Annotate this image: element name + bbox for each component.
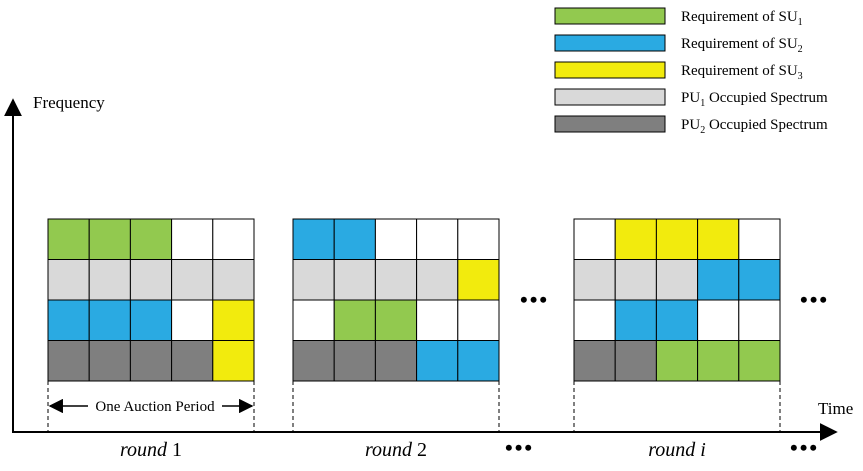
grid-cell-empty (212, 218, 255, 260)
grid-cell-pu1 (573, 259, 616, 301)
legend-swatch-pu2 (554, 115, 666, 133)
grid-cell-su1 (374, 299, 418, 341)
grid-cell-su2 (655, 299, 699, 341)
rounds: round 1 round 2 round i (47, 218, 781, 461)
grid-cell-su2 (333, 218, 376, 260)
grid-cell-pu1 (292, 259, 335, 301)
legend-swatch-su1 (554, 7, 666, 25)
grid-cell-pu2 (129, 340, 173, 382)
grid-cell-pu1 (88, 259, 131, 301)
grid-cell-empty (171, 299, 214, 341)
grid-cell-pu1 (655, 259, 699, 301)
grid-cell-pu2 (333, 340, 376, 382)
grid-cell-empty (416, 218, 459, 260)
grid-cell-su1 (129, 218, 173, 260)
legend-label-pu2: PU2 Occupied Spectrum (681, 117, 828, 136)
grid-cell-empty (457, 299, 500, 341)
grid-cell-su3 (655, 218, 699, 260)
grid-cell-su1 (47, 218, 90, 260)
grid-cell-pu2 (614, 340, 657, 382)
grid-cell-empty (292, 299, 335, 341)
grid-cell-su1 (655, 340, 699, 382)
legend-label-su3: Requirement of SU3 (681, 63, 803, 82)
grid-cell-pu1 (416, 259, 459, 301)
grid-cell-pu1 (614, 259, 657, 301)
legend-label-su1: Requirement of SU1 (681, 9, 803, 28)
grid-cell-pu1 (212, 259, 255, 301)
legend-swatch-su2 (554, 34, 666, 52)
grid-cell-pu2 (88, 340, 131, 382)
grid-cell-pu2 (292, 340, 335, 382)
grid-cell-empty (738, 218, 781, 260)
grid-cell-su2 (292, 218, 335, 260)
trailing-round-ellipsis: ••• (790, 435, 819, 460)
grid-cell-empty (738, 299, 781, 341)
auction-period-label: One Auction Period (95, 399, 215, 415)
grid-cell-su3 (614, 218, 657, 260)
grid-cell-pu2 (374, 340, 418, 382)
grid-cell-su3 (212, 340, 255, 382)
grid-cell-empty (573, 299, 616, 341)
round-2: round 2 (292, 218, 500, 461)
grid-cell-pu1 (171, 259, 214, 301)
legend-label-su2: Requirement of SU2 (681, 36, 803, 55)
grid-cell-su2 (738, 259, 781, 301)
round-label: round 1 (120, 439, 182, 461)
legend-swatch-su3 (554, 61, 666, 79)
legend-swatch-pu1 (554, 88, 666, 106)
grid-cell-su1 (88, 218, 131, 260)
between-rounds-ellipsis: ••• (520, 287, 549, 312)
grid-cell-su2 (88, 299, 131, 341)
grid-cell-empty (697, 299, 740, 341)
grid-cell-su1 (697, 340, 740, 382)
round-label-ellipsis: ••• (505, 435, 534, 460)
round-label: round 2 (365, 439, 427, 461)
grid-cell-empty (171, 218, 214, 260)
round-label: round i (648, 439, 706, 461)
round-1: round 1 (47, 218, 255, 461)
grid-cell-empty (573, 218, 616, 260)
grid-cell-su1 (333, 299, 376, 341)
grid-cell-empty (416, 299, 459, 341)
grid-cell-su2 (416, 340, 459, 382)
frequency-axis-label: Frequency (33, 93, 105, 112)
grid-cell-su2 (614, 299, 657, 341)
grid-cell-pu1 (333, 259, 376, 301)
time-axis-label: Time (818, 399, 853, 418)
grid-cell-su2 (457, 340, 500, 382)
grid-cell-su1 (738, 340, 781, 382)
round-i: round i (573, 218, 781, 461)
grid-cell-su3 (212, 299, 255, 341)
grid-cell-empty (457, 218, 500, 260)
grid-cell-pu1 (374, 259, 418, 301)
grid-cell-empty (374, 218, 418, 260)
grid-cell-su2 (129, 299, 173, 341)
grid-cell-su2 (47, 299, 90, 341)
auction-period-marker: One Auction Period (48, 398, 254, 415)
grid-cell-su3 (457, 259, 500, 301)
after-rounds-ellipsis: ••• (800, 287, 829, 312)
grid-cell-pu2 (47, 340, 90, 382)
grid-cell-su3 (697, 218, 740, 260)
grid-cell-pu1 (47, 259, 90, 301)
grid-cell-pu2 (171, 340, 214, 382)
legend-label-pu1: PU1 Occupied Spectrum (681, 90, 828, 109)
grid-cell-su2 (697, 259, 740, 301)
grid-cell-pu1 (129, 259, 173, 301)
grid-cell-pu2 (573, 340, 616, 382)
